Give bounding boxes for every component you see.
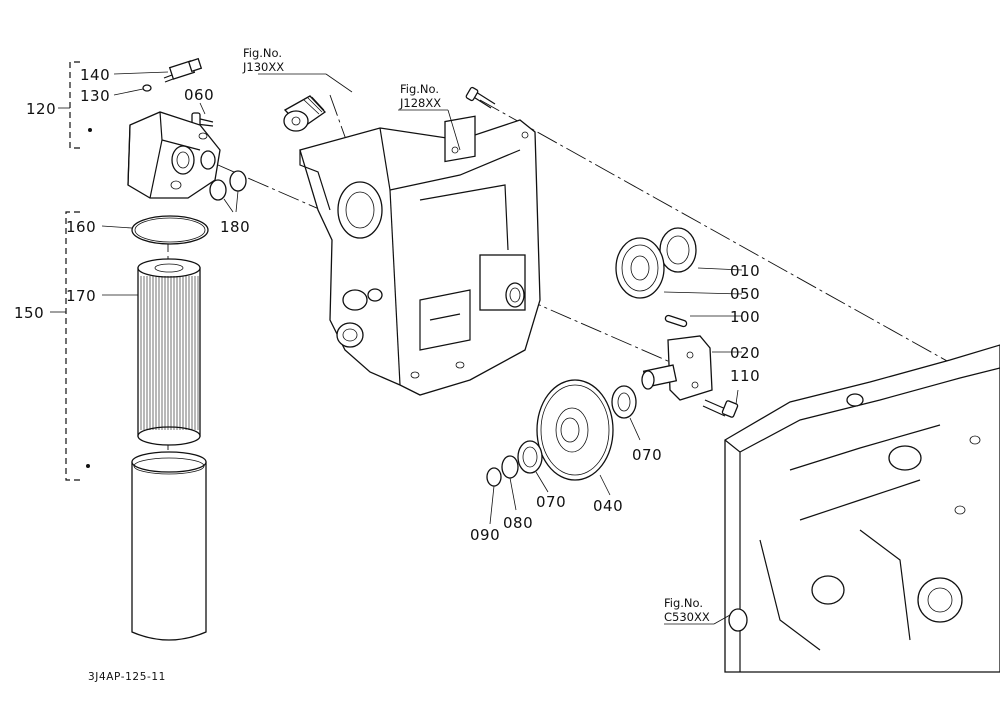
fig-ref-j128-prefix: Fig.No. bbox=[400, 82, 439, 96]
label-140: 140 bbox=[80, 66, 110, 84]
part-140-switch bbox=[163, 57, 203, 83]
figure-code: 3J4AP-125-11 bbox=[88, 671, 166, 683]
part-050-gear bbox=[615, 237, 665, 299]
label-110: 110 bbox=[730, 367, 760, 385]
fig-ref-c530-code: C530XX bbox=[664, 610, 710, 624]
label-170: 170 bbox=[66, 287, 96, 305]
label-070-lower: 070 bbox=[536, 493, 566, 511]
part-090-snap-ring bbox=[486, 467, 502, 487]
part-130-o-ring bbox=[142, 84, 152, 92]
figure-reference-j128: Fig.No. J128XX bbox=[399, 82, 441, 110]
label-100: 100 bbox=[730, 308, 760, 326]
label-050: 050 bbox=[730, 285, 760, 303]
part-100-pin bbox=[664, 314, 688, 328]
part-080-washer bbox=[501, 455, 519, 479]
transmission-case-housing bbox=[724, 344, 1000, 673]
fig-ref-j130-prefix: Fig.No. bbox=[243, 46, 282, 60]
part-010-bearing bbox=[659, 227, 697, 273]
fig-ref-j128-code: J128XX bbox=[399, 96, 441, 110]
part-040-gear bbox=[536, 379, 614, 481]
part-180-o-rings bbox=[209, 170, 247, 213]
group-bracket-120 bbox=[58, 61, 92, 149]
fig-ref-c530-prefix: Fig.No. bbox=[664, 596, 703, 610]
part-number-labels: 140 130 120 060 180 160 170 150 010 050 … bbox=[14, 66, 760, 544]
group-bracket-150 bbox=[50, 211, 90, 481]
label-180: 180 bbox=[220, 218, 250, 236]
label-130: 130 bbox=[80, 87, 110, 105]
label-150: 150 bbox=[14, 304, 44, 322]
part-j130-plug bbox=[283, 95, 326, 132]
figure-reference-j130: Fig.No. J130XX bbox=[242, 46, 284, 74]
part-070-bearing-upper bbox=[611, 385, 637, 419]
part-j128-bolt bbox=[465, 86, 496, 109]
part-020-idler-shaft bbox=[641, 335, 713, 401]
part-170-filter-element bbox=[137, 258, 201, 446]
label-010: 010 bbox=[730, 262, 760, 280]
filter-case bbox=[131, 451, 207, 641]
label-060: 060 bbox=[184, 86, 214, 104]
label-120: 120 bbox=[26, 100, 56, 118]
label-070-upper: 070 bbox=[632, 446, 662, 464]
figure-reference-c530: Fig.No. C530XX bbox=[664, 596, 710, 624]
leader-lines bbox=[101, 71, 743, 625]
gear-case-housing bbox=[299, 115, 541, 396]
part-160-o-ring bbox=[131, 215, 209, 245]
label-160: 160 bbox=[66, 218, 96, 236]
fig-ref-j130-code: J130XX bbox=[242, 60, 284, 74]
part-110-bolt bbox=[702, 399, 739, 418]
label-090: 090 bbox=[470, 526, 500, 544]
part-070-bearing-lower bbox=[517, 440, 543, 474]
label-020: 020 bbox=[730, 344, 760, 362]
label-080: 080 bbox=[503, 514, 533, 532]
label-040: 040 bbox=[593, 497, 623, 515]
